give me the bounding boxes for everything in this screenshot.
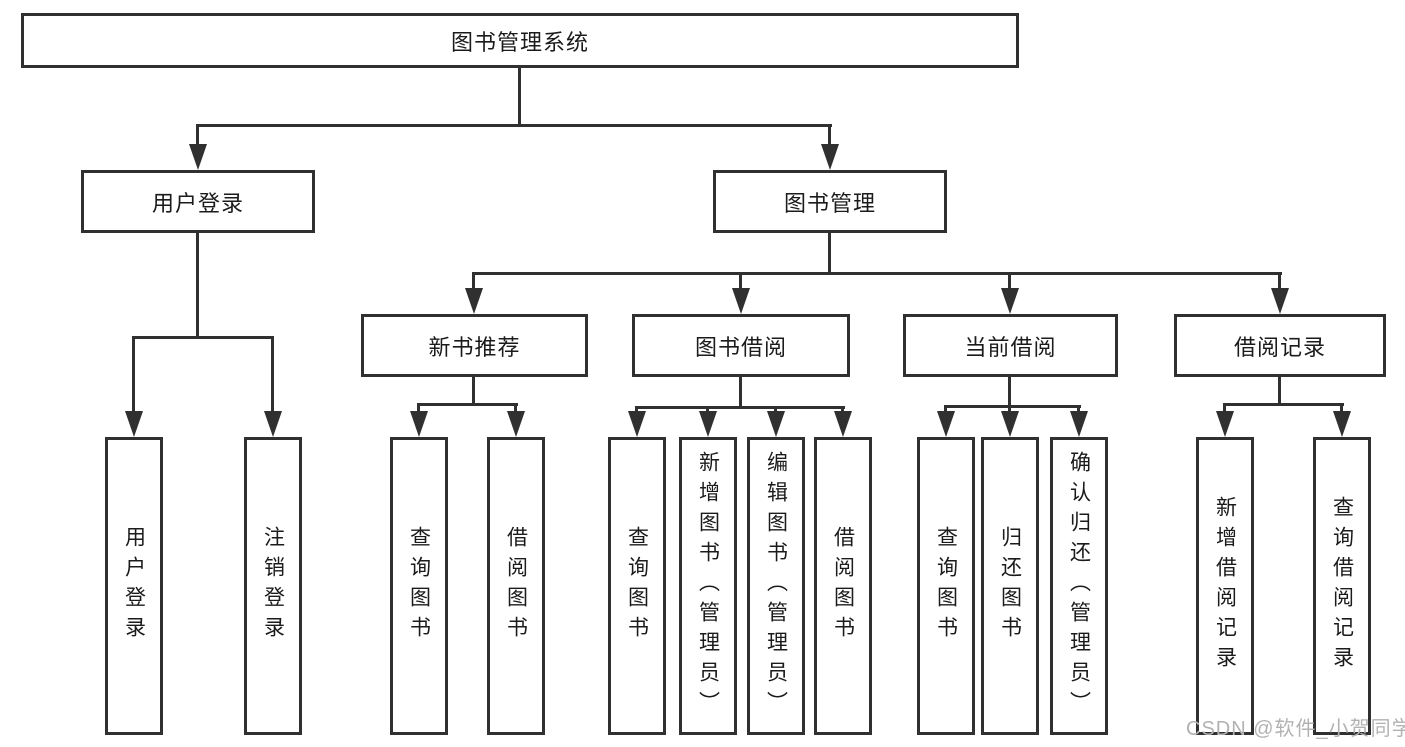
- connector-arrow-cur-return-stem: [1008, 405, 1011, 414]
- leaf-recommend-query-books: 查询图书: [390, 437, 448, 735]
- connector-arrow-borrowing-stem: [739, 272, 742, 291]
- leaf-current-query-books-label: 查询图书: [934, 526, 958, 646]
- arrow-bor-borrow-icon: [834, 411, 852, 437]
- node-book-management-label: 图书管理: [783, 190, 876, 216]
- arrow-leaf-logout-icon: [264, 411, 282, 437]
- connector-user-login-bar: [132, 336, 274, 339]
- arrow-rec-query-icon: [410, 411, 428, 437]
- connector-level2-bar: [196, 124, 832, 127]
- connector-level3-bar: [472, 272, 1282, 275]
- connector-records-stem: [1278, 375, 1281, 406]
- leaf-recommend-borrow-books-label: 借阅图书: [504, 526, 528, 646]
- node-user-login: 用户登录: [81, 170, 315, 233]
- connector-arrow-recd-add-stem: [1223, 403, 1226, 414]
- connector-arrow-current-stem: [1008, 272, 1011, 291]
- leaf-confirm-return-admin: 确认归还（管理员）: [1050, 437, 1108, 735]
- leaf-edit-books-admin-label: 编辑图书（管理员）: [764, 451, 788, 721]
- connector-arrow-cur-query-stem: [944, 405, 947, 414]
- leaf-edit-books-admin: 编辑图书（管理员）: [747, 437, 805, 735]
- connector-arrow-leaf-logout-stem: [271, 336, 274, 414]
- connector-borrowing-bar: [635, 406, 845, 409]
- arrow-bor-edit-icon: [767, 411, 785, 437]
- arrow-bor-query-icon: [628, 411, 646, 437]
- connector-arrow-bor-edit-stem: [774, 406, 777, 414]
- arrow-user-login-icon: [189, 144, 207, 170]
- node-library-system: 图书管理系统: [21, 13, 1019, 68]
- connector-book-mgmt-stem: [828, 230, 831, 275]
- connector-current-bar: [944, 405, 1081, 408]
- leaf-recommend-query-books-label: 查询图书: [407, 526, 431, 646]
- leaf-confirm-return-admin-label: 确认归还（管理员）: [1067, 451, 1091, 721]
- node-user-login-label: 用户登录: [151, 190, 244, 216]
- leaf-logout: 注销登录: [244, 437, 302, 735]
- node-library-system-label: 图书管理系统: [450, 29, 589, 55]
- connector-arrow-bor-query-stem: [635, 406, 638, 414]
- connector-arrow-rec-query-stem: [417, 403, 420, 414]
- leaf-query-borrow-record: 查询借阅记录: [1313, 437, 1371, 735]
- connector-borrowing-stem: [739, 375, 742, 409]
- arrow-bor-add-icon: [699, 411, 717, 437]
- arrow-recd-add-icon: [1216, 411, 1234, 437]
- leaf-recommend-borrow-books: 借阅图书: [487, 437, 545, 735]
- arrow-borrowing-icon: [732, 288, 750, 314]
- arrow-leaf-login-icon: [125, 411, 143, 437]
- leaf-query-borrow-record-label: 查询借阅记录: [1330, 496, 1354, 676]
- arrow-current-icon: [1001, 288, 1019, 314]
- arrow-cur-confirm-icon: [1070, 411, 1088, 437]
- connector-arrow-cur-confirm-stem: [1077, 405, 1080, 414]
- connector-arrow-bor-add-stem: [706, 406, 709, 414]
- arrow-records-icon: [1271, 288, 1289, 314]
- watermark: CSDN @软件_小贺同学: [1186, 718, 1405, 740]
- connector-arrow-recd-query-stem: [1340, 403, 1343, 414]
- leaf-borrowing-query-books-label: 查询图书: [625, 526, 649, 646]
- leaf-user-login-label: 用户登录: [122, 526, 146, 646]
- connector-arrow-user-login-stem: [196, 124, 199, 147]
- node-current-borrowing-label: 当前借阅: [964, 334, 1057, 360]
- arrow-recommend-icon: [465, 288, 483, 314]
- connector-arrow-book-mgmt-stem: [828, 124, 831, 147]
- connector-user-login-stem: [196, 230, 199, 339]
- leaf-logout-label: 注销登录: [261, 526, 285, 646]
- node-book-management: 图书管理: [713, 170, 947, 233]
- leaf-borrowing-borrow-books-label: 借阅图书: [831, 526, 855, 646]
- leaf-borrowing-query-books: 查询图书: [608, 437, 666, 735]
- leaf-add-books-admin: 新增图书（管理员）: [679, 437, 737, 735]
- connector-arrow-bor-borrow-stem: [841, 406, 844, 414]
- leaf-add-books-admin-label: 新增图书（管理员）: [696, 451, 720, 721]
- arrow-cur-return-icon: [1001, 411, 1019, 437]
- node-borrowing-records-label: 借阅记录: [1233, 334, 1326, 360]
- node-new-book-recommendation: 新书推荐: [361, 314, 588, 377]
- connector-arrow-rec-borrow-stem: [514, 403, 517, 414]
- leaf-add-borrow-record: 新增借阅记录: [1196, 437, 1254, 735]
- node-borrowing-records: 借阅记录: [1174, 314, 1386, 377]
- arrow-recd-query-icon: [1333, 411, 1351, 437]
- arrow-cur-query-icon: [937, 411, 955, 437]
- connector-recommend-bar: [417, 403, 518, 406]
- connector-current-stem: [1008, 375, 1011, 408]
- connector-recommend-stem: [472, 375, 475, 406]
- leaf-current-query-books: 查询图书: [917, 437, 975, 735]
- node-current-borrowing: 当前借阅: [903, 314, 1118, 377]
- node-book-borrowing-label: 图书借阅: [694, 334, 787, 360]
- arrow-book-mgmt-icon: [821, 144, 839, 170]
- leaf-user-login: 用户登录: [105, 437, 163, 735]
- leaf-borrowing-borrow-books: 借阅图书: [814, 437, 872, 735]
- leaf-return-books-label: 归还图书: [998, 526, 1022, 646]
- connector-arrow-leaf-login-stem: [132, 336, 135, 414]
- connector-arrow-records-stem: [1278, 272, 1281, 291]
- arrow-rec-borrow-icon: [507, 411, 525, 437]
- connector-root-stem: [518, 66, 521, 127]
- leaf-add-borrow-record-label: 新增借阅记录: [1213, 496, 1237, 676]
- connector-arrow-recommend-stem: [472, 272, 475, 291]
- connector-records-bar: [1223, 403, 1344, 406]
- leaf-return-books: 归还图书: [981, 437, 1039, 735]
- node-new-book-recommendation-label: 新书推荐: [428, 334, 521, 360]
- node-book-borrowing: 图书借阅: [632, 314, 850, 377]
